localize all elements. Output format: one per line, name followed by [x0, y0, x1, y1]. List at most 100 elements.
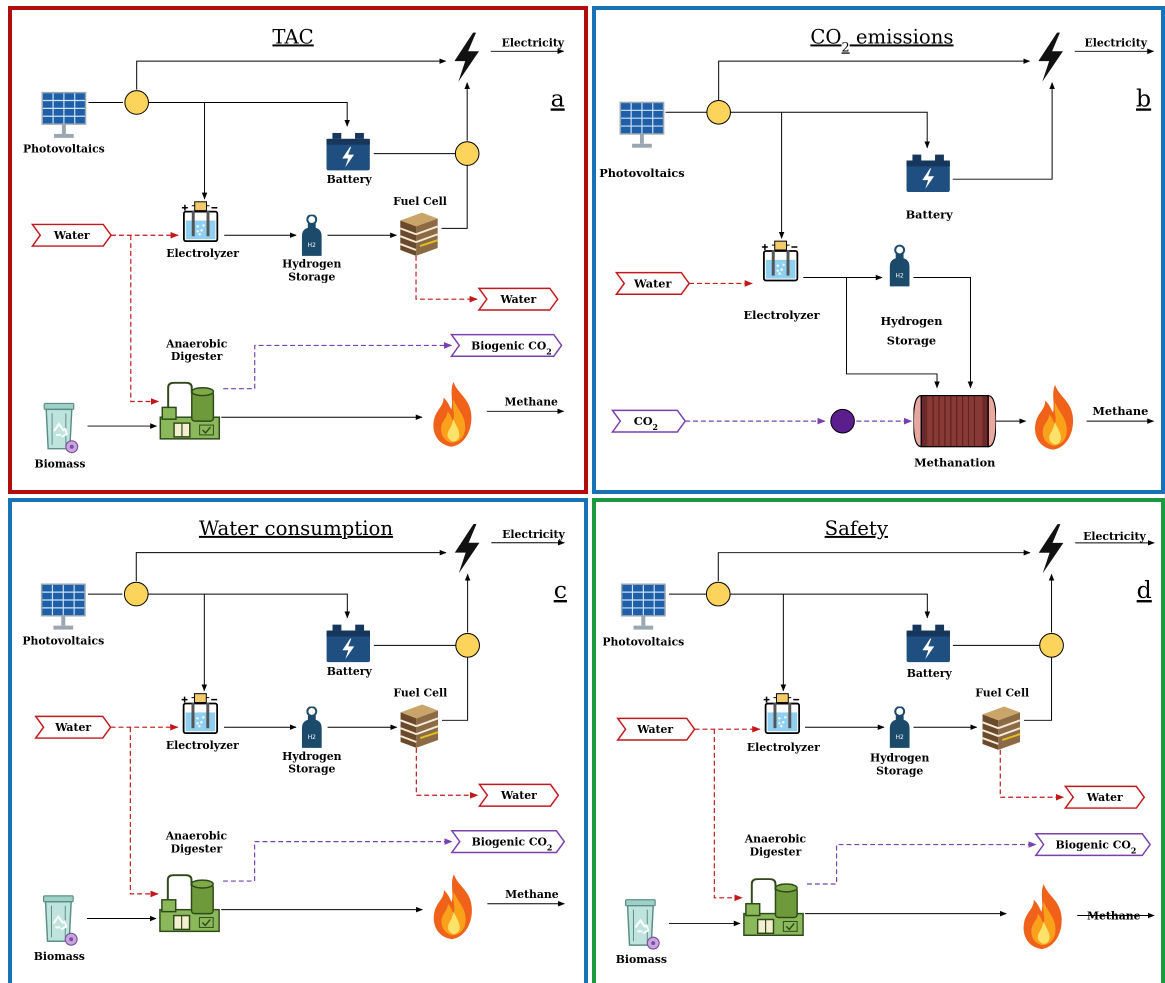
- hydrogen-tank-icon: [888, 706, 911, 749]
- flow-junction-electricity: [135, 549, 447, 582]
- water-from-fuelcell: [415, 255, 478, 303]
- storage-label: Storage: [288, 270, 335, 283]
- water-output-label: Water: [499, 293, 536, 306]
- biogenic-co2-label: Biogenic CO2: [471, 339, 552, 356]
- lightning-bolt-icon: [1038, 524, 1064, 574]
- junction-node: [123, 581, 149, 607]
- water-input-label: Water: [633, 276, 672, 290]
- methanation-label: Methanation: [914, 455, 995, 469]
- panel-title: CO2 emissions: [810, 25, 953, 55]
- flow-fuelcell-junction: [441, 657, 469, 721]
- battery-label: Battery: [327, 173, 373, 186]
- flow-battery-electricity: [952, 82, 1055, 180]
- junction-node: [706, 100, 731, 125]
- panel-title: TAC: [272, 25, 313, 48]
- solar-panel-icon: [41, 91, 87, 139]
- digester-label: Digester: [171, 350, 223, 363]
- panel-letter: d: [1137, 576, 1152, 604]
- biomass-bin-icon: [42, 894, 79, 947]
- junction-node: [1039, 633, 1064, 658]
- hydrogen-label: Hydrogen: [880, 314, 942, 328]
- flame-icon: [1035, 384, 1074, 450]
- biogenic-co2-tag: [449, 333, 563, 357]
- junction-node: [454, 141, 480, 166]
- diagram-co2-emissions: CO2 emissions b Electricity Photovoltaic…: [599, 25, 1155, 469]
- flow-fuelcell-junction: [441, 165, 468, 229]
- photovoltaics-label: Photovoltaics: [22, 634, 104, 647]
- water-input-label: Water: [53, 229, 90, 242]
- hydrogen-label: Hydrogen: [282, 258, 341, 271]
- fuel-cell-icon: [399, 211, 439, 257]
- panel-title: Safety: [825, 517, 889, 540]
- fuel-cell-label: Fuel Cell: [393, 195, 447, 208]
- flow-junction-battery: [730, 111, 930, 149]
- flow-storage-methanation: [913, 277, 974, 389]
- anaerobic-label: Anaerobic: [165, 337, 228, 350]
- electrolyzer-icon: [180, 692, 219, 735]
- panel-letter: c: [554, 576, 567, 604]
- flow-split-methanation: [846, 277, 940, 389]
- water-input-tag: [616, 717, 696, 741]
- diagram-water-consumption: Water consumption c Electricity Photovol…: [22, 517, 567, 963]
- diagram-safety: Safety d Electricity Photovoltaics Batte…: [602, 517, 1155, 966]
- panel-tac: TAC a Electricity Photovoltaics Battery …: [8, 6, 588, 494]
- co2-from-digester: [223, 342, 453, 390]
- fuel-cell-label: Fuel Cell: [393, 687, 447, 700]
- electricity-label: Electricity: [502, 36, 565, 49]
- lightning-bolt-icon: [454, 32, 479, 82]
- fuel-cell-icon: [399, 703, 440, 749]
- methane-label: Methane: [505, 395, 559, 408]
- water-to-digester: [129, 727, 159, 898]
- flame-icon: [1023, 883, 1062, 950]
- electricity-label: Electricity: [502, 528, 565, 541]
- storage-label: Storage: [288, 763, 335, 776]
- digester-icon: [158, 874, 221, 933]
- junction-node: [705, 581, 731, 607]
- methane-label: Methane: [1092, 404, 1148, 418]
- electrolyzer-label: Electrolyzer: [166, 739, 239, 752]
- flow-junction-electricity: [717, 549, 1031, 582]
- battery-label: Battery: [907, 667, 953, 680]
- flame-icon: [433, 381, 472, 447]
- co2-input-label: CO2: [634, 414, 658, 432]
- panel-letter: b: [1136, 84, 1151, 112]
- biogenic-co2-tag: [1034, 832, 1152, 857]
- flow-fuelcell-junction: [1023, 657, 1053, 721]
- water-input-label: Water: [54, 721, 91, 734]
- battery-icon: [906, 624, 950, 663]
- methane-label: Methane: [505, 888, 559, 901]
- biogenic-co2-label: Biogenic CO2: [1055, 838, 1136, 855]
- diagram-tac: TAC a Electricity Photovoltaics Battery …: [23, 25, 565, 470]
- methanation-reactor-icon: [913, 394, 997, 448]
- flow-junction-electricity: [718, 58, 1031, 101]
- biomass-label: Biomass: [34, 457, 85, 470]
- fuel-cell-icon: [981, 705, 1021, 751]
- electrolyzer-icon: [761, 240, 799, 282]
- co2-from-digester: [223, 838, 453, 882]
- panel-co2-emissions: CO2 emissions b Electricity Photovoltaic…: [592, 6, 1165, 494]
- flow-junction-electricity: [136, 58, 447, 90]
- biomass-label: Biomass: [34, 950, 85, 963]
- hydrogen-tank-icon: [888, 244, 911, 288]
- flame-icon: [433, 874, 472, 940]
- flow-junction-battery: [148, 101, 350, 127]
- digester-label: Digester: [750, 845, 802, 858]
- flow-junction-battery: [148, 593, 351, 619]
- battery-icon: [326, 132, 370, 171]
- hydrogen-label: Hydrogen: [282, 750, 341, 763]
- water-to-digester: [130, 235, 160, 405]
- biogenic-co2-tag: [450, 830, 566, 854]
- hydrogen-tank-icon: [300, 214, 323, 257]
- electrolyzer-label: Electrolyzer: [744, 308, 821, 322]
- water-input-tag: [34, 715, 112, 739]
- panel-letter: a: [551, 84, 565, 112]
- battery-icon: [906, 154, 950, 192]
- digester-icon: [742, 878, 805, 937]
- biogenic-co2-label: Biogenic CO2: [472, 836, 553, 853]
- electrolyzer-icon: [181, 200, 219, 243]
- water-from-fuelcell: [999, 749, 1065, 801]
- storage-label: Storage: [876, 765, 923, 778]
- flow-junction-battery: [730, 593, 931, 619]
- panel-safety: Safety d Electricity Photovoltaics Batte…: [592, 498, 1165, 983]
- photovoltaics-label: Photovoltaics: [602, 635, 684, 648]
